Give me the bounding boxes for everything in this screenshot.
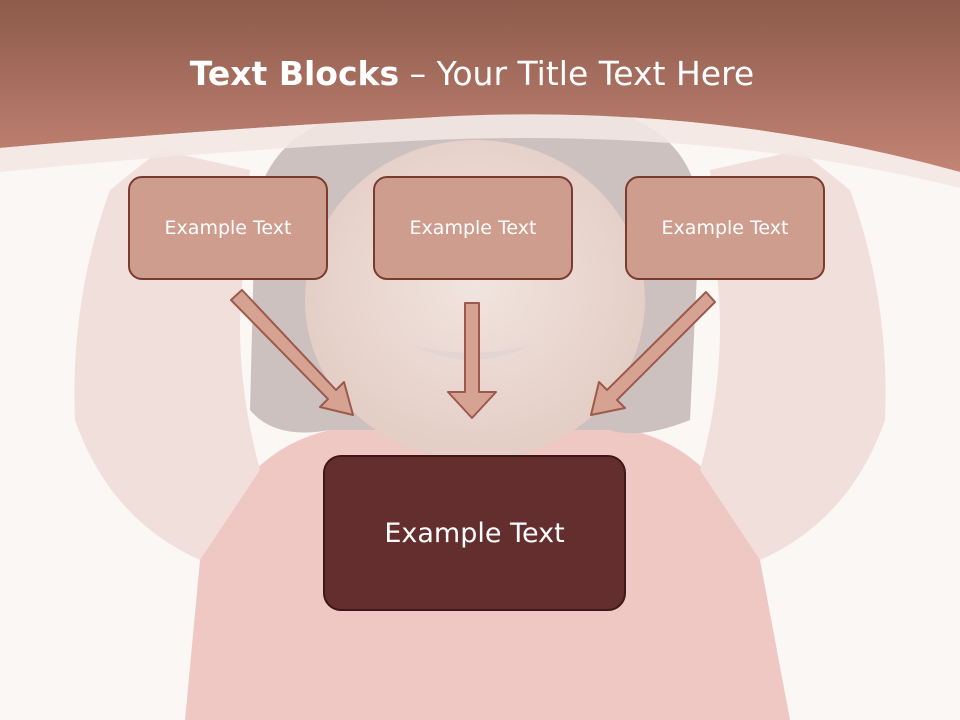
header-band bbox=[0, 0, 960, 188]
text-block-right[interactable]: Example Text bbox=[625, 176, 825, 280]
target-text-block[interactable]: Example Text bbox=[323, 455, 626, 611]
text-block-left[interactable]: Example Text bbox=[128, 176, 328, 280]
text-block-right-label: Example Text bbox=[661, 217, 789, 239]
text-block-left-label: Example Text bbox=[164, 217, 292, 239]
target-text-block-label: Example Text bbox=[384, 517, 565, 549]
slide-title: Text Blocks – Your Title Text Here bbox=[0, 52, 944, 96]
text-block-center[interactable]: Example Text bbox=[373, 176, 573, 280]
title-rest: – Your Title Text Here bbox=[399, 54, 755, 93]
text-block-center-label: Example Text bbox=[409, 217, 537, 239]
title-bold: Text Blocks bbox=[189, 54, 400, 93]
